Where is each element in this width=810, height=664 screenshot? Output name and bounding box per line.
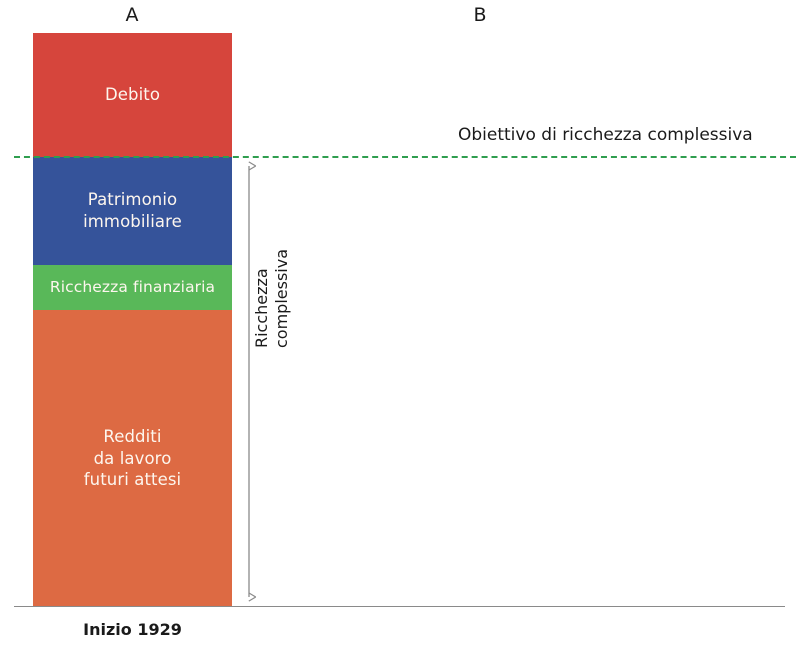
bar-segment-ricchezza-finanziaria-label: Ricchezza finanziaria — [49, 278, 216, 297]
category-label-inizio-1929: Inizio 1929 — [83, 620, 182, 639]
bar-segment-ricchezza-finanziaria: Ricchezza finanziaria — [33, 265, 232, 310]
total-wealth-measure-arrow — [248, 157, 257, 606]
bar-segment-patrimonio-immobiliare-label: Patrimonio immobiliare — [83, 190, 182, 231]
baseline-axis — [14, 606, 785, 607]
bar-segment-debito: Debito — [33, 33, 232, 157]
bar-segment-redditi-futuri: Redditi da lavoro futuri attesi — [33, 310, 232, 607]
goal-dashed-line — [14, 156, 796, 158]
bar-segment-patrimonio-immobiliare: Patrimonio immobiliare — [33, 157, 232, 265]
total-wealth-measure-label: Ricchezza complessiva — [252, 248, 291, 348]
goal-line-label: Obiettivo di ricchezza complessiva — [458, 125, 753, 145]
stacked-bar-a: Debito Patrimonio immobiliare Ricchezza … — [33, 33, 232, 607]
column-header-a: A — [125, 4, 139, 26]
column-header-b: B — [473, 4, 487, 26]
bar-segment-debito-label: Debito — [104, 85, 161, 105]
bar-segment-redditi-futuri-label: Redditi da lavoro futuri attesi — [83, 426, 182, 490]
